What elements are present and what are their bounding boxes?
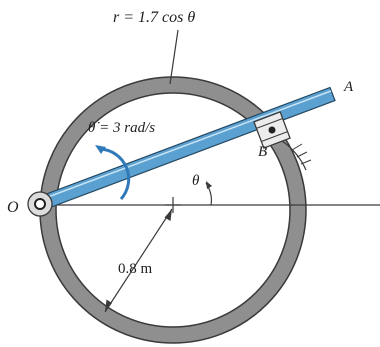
collar-b-hatch-3 — [300, 159, 312, 165]
collar-b-shoe-arc — [281, 140, 307, 171]
equation-label: r = 1.7 cos θ — [113, 9, 195, 26]
theta-label: θ — [192, 173, 200, 189]
pivot-o-pin — [34, 198, 46, 210]
angular-velocity-arc — [99, 147, 131, 201]
pivot-o — [27, 191, 53, 217]
radius-label: 0.8 m — [118, 261, 153, 277]
ring-inner-edge — [55, 92, 291, 328]
center-mark — [165, 197, 181, 213]
radius-dimension — [104, 208, 173, 313]
radius-arrowhead-ring — [105, 299, 112, 312]
point-a-label: A — [343, 79, 354, 95]
collar-b-slot-top — [256, 118, 283, 129]
angular-velocity-arrow — [95, 145, 131, 201]
collar-b-slot-bottom — [261, 131, 288, 142]
point-b-label: B — [258, 144, 267, 160]
collar-b-pin — [268, 126, 276, 134]
radius-arrowhead-center — [164, 209, 172, 221]
radius-dimension-line — [104, 208, 173, 313]
angular-velocity-arrowhead — [95, 145, 106, 154]
theta-angle-indicator — [205, 181, 213, 206]
collar-b-hatch-1 — [291, 143, 303, 151]
rod-highlight — [39, 90, 332, 201]
theta-arrowhead — [206, 181, 212, 189]
angular-velocity-label: θ̇ = 3 rad/s — [88, 120, 155, 136]
collar-b-hatch-2 — [296, 151, 308, 158]
point-o-label: O — [7, 199, 19, 216]
collar-b-guide-shoe — [281, 140, 312, 171]
equation-leader-line — [169, 29, 179, 85]
